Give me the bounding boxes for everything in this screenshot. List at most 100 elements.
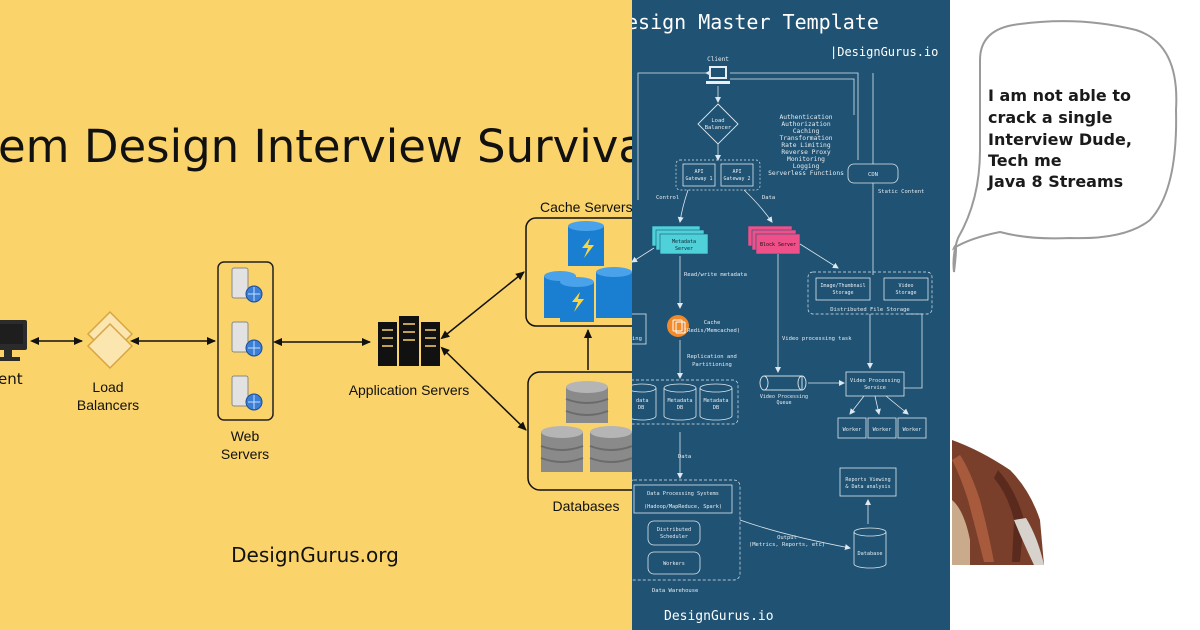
system-design-survival-guide-panel: em Design Interview Survival G ent Load … [0,0,632,630]
feature-item: Caching [793,128,820,135]
architecture-diagram: em Design Interview Survival G ent Load … [0,120,632,567]
cache-label-2: (Redis/Memcached) [684,328,740,334]
video-processing-service-box [845,371,905,397]
api-gateway-1-label-2: Gateway 1 [685,176,712,182]
distributed-scheduler-box [647,520,701,546]
web-server-icon [231,267,263,303]
api-gateways-container [675,159,761,191]
output-label-1: Output [777,535,797,541]
metadata-server-node [651,225,709,255]
data-processing-systems-box [633,484,733,514]
database-icon [565,381,609,423]
control-label: Control [656,195,679,201]
worker-box [837,417,867,439]
read-write-metadata-label: Read/write metadata [684,272,747,278]
metadata-db-icon [632,383,657,421]
block-server-node [747,225,801,255]
metadata-db-label-1: Metadata [668,398,693,404]
image-storage-label-2: Storage [832,290,853,296]
output-label-2: (Metrics, Reports, etc) [749,542,825,548]
cache-label-1: Cache [704,320,721,326]
vps-label-1: Video Processing [850,378,900,384]
replication-label-2: Partitioning [692,362,732,368]
video-storage-label-1: Video [898,283,913,289]
partial-box [632,313,647,345]
worker-label: Worker [903,427,922,433]
speech-bubble [951,20,1178,273]
metadata-db-icon [699,383,733,421]
database-icon [540,426,584,472]
data-warehouse-label: Data Warehouse [652,588,698,594]
cdn-label: CDN [868,172,878,178]
client-label: Client [707,56,729,63]
database-icon [589,426,632,472]
cache-icon [667,315,689,337]
feature-item: Serverless Functions [768,170,844,177]
load-balancer-icon [86,310,134,370]
web-servers-group [217,261,274,421]
metadata-db-partial-label-1: data [636,398,649,404]
cache-server-icon [560,277,594,322]
load-balancers-label-line1: Load [92,379,123,395]
vps-label-2: Service [864,385,886,391]
reports-label-1: Reports Viewing [845,477,890,483]
worker-label: Worker [873,427,892,433]
dist-sched-label-1: Distributed [657,527,691,533]
meme-illustration: I am not able to crack a single Intervie… [951,20,1178,565]
database-icon [853,527,887,569]
client-label: ent [0,370,23,388]
metadata-db-label-1: Metadata [704,398,729,404]
metadata-db-container [632,379,739,425]
application-servers-icon [378,316,440,366]
distributed-file-storage-container [807,271,933,315]
designgurus-io-brand-top: |DesignGurus.io [830,45,938,59]
databases-label: Databases [553,498,620,514]
metadata-server-label-2: Server [675,246,693,252]
metadata-server-label-1: Metadata [672,239,696,245]
web-server-icon [231,375,263,411]
reports-viewing-box [839,467,897,497]
image-storage-box [815,277,871,301]
video-processing-task-label: Video processing task [782,336,852,342]
character-illustration [952,440,1044,565]
cache-server-icon [596,267,632,318]
application-servers-label: Application Servers [349,382,470,398]
web-server-icon [231,321,263,357]
bubble-line: Tech me [988,151,1062,170]
cache-servers-label: Cache Servers [540,199,632,215]
load-balancer-node [697,103,739,145]
bubble-line: crack a single [988,108,1113,127]
data-warehouse-container [632,479,741,581]
vpq-label-2: Queue [776,400,791,406]
feature-item: Logging [793,163,820,170]
client-monitor-icon [706,66,730,84]
databases-box [527,371,632,491]
data-arrow-label: Data [678,454,691,460]
feature-item: Transformation [779,135,832,142]
load-balancer-label-1: Load [711,118,724,124]
feature-item: Reverse Proxy [781,149,830,156]
load-balancer-label-2: Balancer [705,125,732,131]
bubble-line: Interview Dude, [988,130,1132,149]
cache-server-icon [568,221,604,266]
data-label: Data [762,195,775,201]
replication-label-1: Replication and [687,354,737,360]
reports-label-2: & Data analysis [845,484,890,490]
dps-label-1: Data Processing Systems [647,491,719,497]
feature-item: Authentication [779,114,832,121]
vpq-label-1: Video Processing [760,394,808,400]
dps-label-2: (Hadoop/MapReduce, Spark) [644,504,722,510]
metadata-db-label-2: DB [713,405,719,411]
designgurus-io-brand-bottom: DesignGurus.io [664,609,774,624]
designgurus-org-brand: DesignGurus.org [231,543,399,567]
web-servers-label-line1: Web [231,428,260,444]
metadata-db-label-2: DB [677,405,683,411]
client-monitor-icon [0,320,27,361]
cache-servers-box [525,217,632,327]
web-servers-label-line2: Servers [221,446,269,462]
guide-title: em Design Interview Survival G [0,120,632,173]
workers-box [647,551,701,575]
video-processing-queue-icon [759,375,807,391]
api-gateway-1-label-1: API [694,169,703,175]
worker-label: Worker [843,427,862,433]
